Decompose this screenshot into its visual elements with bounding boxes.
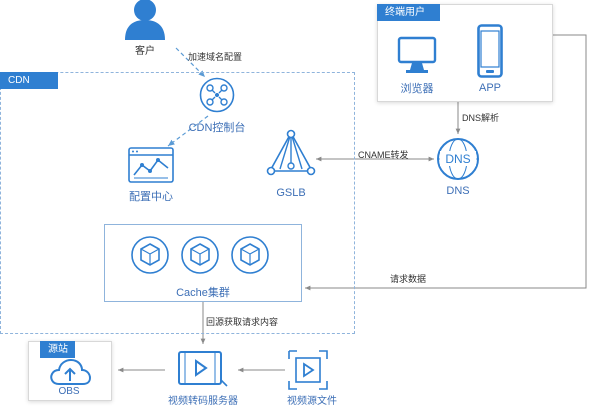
- config-center-icon[interactable]: [128, 147, 174, 183]
- dns-glyph-text: DNS: [445, 152, 470, 166]
- edge-request-data: [305, 34, 587, 291]
- edge-label-dns-resolve: DNS解析: [462, 113, 500, 123]
- obs-cloud-icon[interactable]: [49, 358, 91, 386]
- cdn-container: [0, 72, 355, 334]
- cache-node-icon: [131, 236, 169, 274]
- cache-cluster-label: Cache集群: [176, 287, 230, 299]
- cache-cluster-box[interactable]: [104, 224, 302, 302]
- cdn-console-icon[interactable]: [199, 77, 235, 113]
- client-user-icon: [125, 0, 165, 40]
- browser-monitor-icon[interactable]: [397, 36, 437, 74]
- obs-label: OBS: [58, 386, 80, 397]
- edge-label-cname: CNAME转发: [358, 150, 409, 160]
- app-label: APP: [478, 82, 502, 94]
- origin-title: 源站: [40, 341, 75, 358]
- cache-node-icon: [181, 236, 219, 274]
- cdn-console-label: CDN控制台: [188, 122, 246, 134]
- config-center-label: 配置中心: [129, 191, 173, 203]
- edge-console-config: [167, 115, 209, 147]
- gslb-label: GSLB: [276, 187, 306, 199]
- dns-label: DNS: [446, 185, 470, 197]
- transcode-server-icon[interactable]: [176, 349, 230, 391]
- end-user-title: 终端用户: [377, 4, 440, 21]
- browser-label: 浏览器: [400, 83, 434, 95]
- end-user-box: [377, 4, 553, 102]
- gslb-icon[interactable]: [266, 129, 316, 177]
- dns-globe-icon[interactable]: DNS: [436, 137, 480, 181]
- client-label: 客户: [135, 46, 155, 57]
- cdn-title: CDN: [0, 72, 58, 89]
- video-source-file-icon[interactable]: [287, 349, 329, 391]
- edge-label-request-data: 请求数据: [390, 274, 427, 284]
- edge-label-back-to-origin: 回源获取请求内容: [206, 317, 279, 327]
- cache-node-icon: [231, 236, 269, 274]
- edge-label-domain-config: 加速域名配置: [188, 52, 243, 62]
- app-phone-icon[interactable]: [477, 24, 503, 78]
